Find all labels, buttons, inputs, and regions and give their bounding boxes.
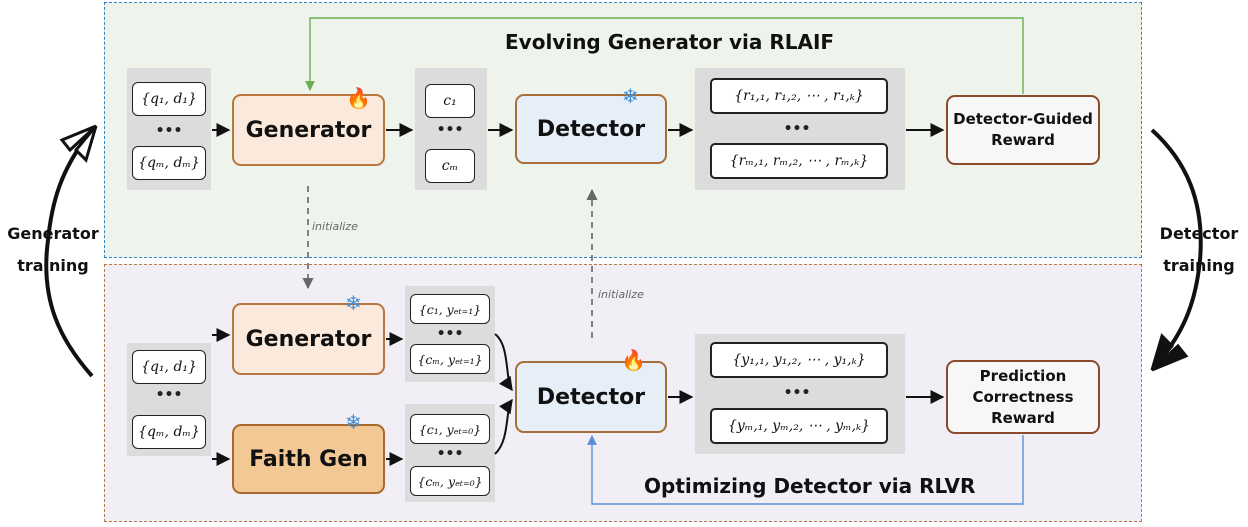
generator-training-arrow — [44, 124, 98, 378]
top-detector-box: Detector — [515, 94, 667, 164]
gen-claims-ellipsis: ••• — [436, 326, 464, 342]
side-line: training — [17, 256, 89, 275]
top-output-first: {r₁,₁, r₁,₂, ⋯ , r₁,ₖ} — [710, 78, 888, 114]
faith-claim-last: {cₘ, yₑₜ₌₀} — [410, 466, 490, 496]
bottom-outputs-ellipsis: ••• — [783, 385, 811, 401]
rlvr-title: Optimizing Detector via RLVR — [644, 474, 976, 498]
top-input-last: {qₘ, dₘ} — [132, 146, 206, 180]
bottom-input-first: {q₁, d₁} — [132, 350, 206, 384]
fire-icon: 🔥 — [346, 86, 371, 110]
top-input-first: {q₁, d₁} — [132, 82, 206, 116]
top-claim-last: cₘ — [425, 149, 475, 183]
reward-line: Correctness — [972, 387, 1074, 406]
snowflake-icon: ❄ — [622, 84, 639, 108]
rlaif-title: Evolving Generator via RLAIF — [505, 30, 835, 54]
arrow-reward-feedback-generator — [305, 17, 1024, 94]
top-generator-box: Generator — [232, 94, 385, 166]
fire-icon: 🔥 — [621, 348, 646, 372]
side-line: Generator — [7, 224, 99, 243]
arrow-faith-claims-detector — [494, 398, 513, 455]
reward-line: Prediction — [979, 366, 1067, 385]
snowflake-icon: ❄ — [345, 410, 362, 434]
bottom-input-last: {qₘ, dₘ} — [132, 415, 206, 449]
initialize-detector-label: initialize — [598, 288, 644, 301]
bottom-detector-box: Detector — [515, 361, 667, 433]
snowflake-icon: ❄ — [345, 291, 362, 315]
top-claims-ellipsis: ••• — [436, 122, 464, 138]
bottom-output-first: {y₁,₁, y₁,₂, ⋯ , y₁,ₖ} — [710, 342, 888, 378]
bottom-generator-box: Generator — [232, 303, 385, 375]
top-outputs-ellipsis: ••• — [783, 121, 811, 137]
reward-line: Reward — [991, 408, 1055, 427]
faith-claim-first: {c₁, yₑₜ₌₀} — [410, 414, 490, 444]
bottom-input-ellipsis: ••• — [155, 387, 183, 403]
arrow-gen-claims-detector — [494, 333, 513, 392]
top-claim-first: c₁ — [425, 84, 475, 118]
bottom-output-last: {yₘ,₁, yₘ,₂, ⋯ , yₘ,ₖ} — [710, 408, 888, 444]
arrow-reward-feedback-detector — [587, 435, 1024, 505]
initialize-generator-label: initialize — [312, 220, 358, 233]
faith-claims-ellipsis: ••• — [436, 446, 464, 462]
detector-training-arrow — [1150, 128, 1203, 372]
top-input-ellipsis: ••• — [155, 123, 183, 139]
faith-gen-box: Faith Gen — [232, 424, 385, 494]
gen-claim-first: {c₁, yₑₜ₌₁} — [410, 294, 490, 324]
top-output-last: {rₘ,₁, rₘ,₂, ⋯ , rₘ,ₖ} — [710, 143, 888, 179]
reward-line: Detector-Guided — [953, 110, 1093, 128]
reward-line: Reward — [991, 131, 1055, 149]
generator-training-label: Generator training — [4, 218, 102, 282]
gen-claim-last: {cₘ, yₑₜ₌₁} — [410, 344, 490, 374]
